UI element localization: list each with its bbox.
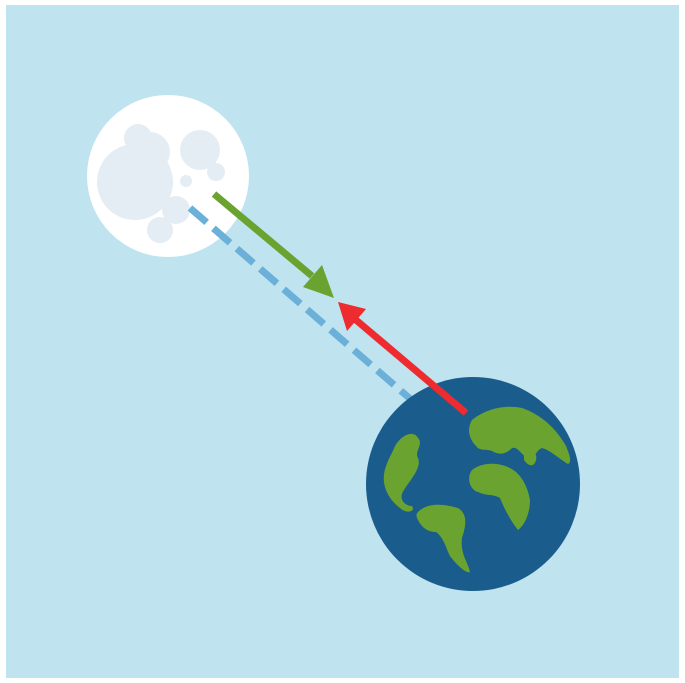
earth-icon: [366, 377, 580, 591]
moon-icon: [87, 95, 249, 257]
